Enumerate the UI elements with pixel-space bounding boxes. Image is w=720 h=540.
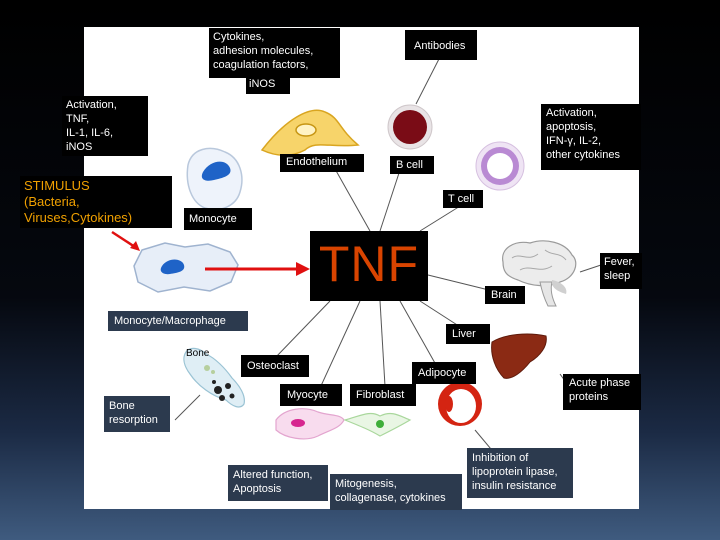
b-cell-icon — [388, 105, 432, 149]
label-altered-function: Altered function, Apoptosis — [228, 465, 328, 501]
label-fever: Fever, sleep — [600, 253, 642, 289]
label-antibodies: Antibodies — [405, 30, 477, 60]
adipocyte-icon — [438, 382, 482, 426]
label-inhibition: Inhibition of lipoprotein lipase, insuli… — [467, 448, 573, 498]
liver-icon — [492, 334, 547, 378]
label-monocyte-macrophage: Monocyte/Macrophage — [108, 311, 248, 331]
label-inos-top: iNOS — [246, 76, 290, 94]
label-fibroblast: Fibroblast — [350, 384, 416, 406]
label-osteoclast: Osteoclast — [241, 355, 309, 377]
label-adipocyte: Adipocyte — [412, 362, 476, 384]
label-bone-resorption: Bone resorption — [104, 396, 170, 432]
monocyte-icon — [187, 148, 242, 209]
t-cell-icon — [476, 142, 524, 190]
label-activation-left: Activation, TNF, IL-1, IL-6, iNOS — [62, 96, 148, 156]
label-stimulus: STIMULUS (Bacteria, Viruses,Cytokines) — [20, 176, 172, 228]
label-liver: Liver — [446, 324, 490, 344]
label-acute-phase: Acute phase proteins — [563, 374, 641, 410]
label-myocyte: Myocyte — [280, 384, 342, 406]
myocyte-icon — [276, 409, 344, 439]
label-monocyte: Monocyte — [184, 208, 252, 230]
tnf-box: TNF — [310, 231, 428, 301]
stimulus-arrow — [112, 232, 140, 251]
label-endothelium: Endothelium — [280, 154, 364, 172]
fibroblast-icon — [345, 413, 410, 436]
label-t-cell: T cell — [443, 190, 483, 208]
label-bone: Bone — [186, 347, 216, 361]
label-b-cell: B cell — [390, 156, 434, 174]
label-activation-right: Activation, apoptosis, IFN-γ, IL-2, othe… — [541, 104, 641, 170]
endothelium-cell-icon — [262, 110, 358, 155]
label-brain: Brain — [485, 286, 525, 304]
label-cytokines: Cytokines, adhesion molecules, coagulati… — [209, 28, 340, 78]
tnf-label: TNF — [310, 235, 428, 293]
label-mitogenesis: Mitogenesis, collagenase, cytokines — [330, 474, 462, 510]
